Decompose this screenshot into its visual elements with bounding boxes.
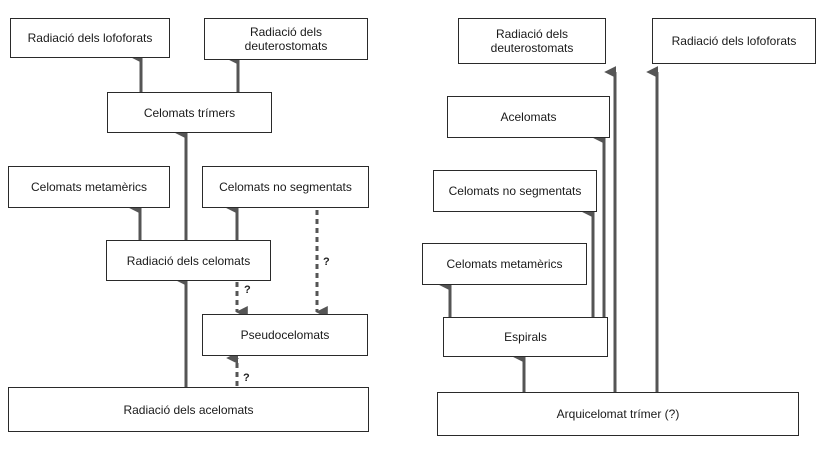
label-right-unsegmented: Celomats no segmentats [448, 184, 582, 198]
box-right-spirals: Espirals [443, 317, 608, 357]
label-left-unsegmented: Celomats no segmentats [219, 180, 352, 194]
box-left-unsegmented: Celomats no segmentats [202, 166, 369, 208]
label-right-ancestor: Arquicelomat trímer (?) [556, 407, 680, 421]
box-left-lophophorates: Radiació dels lofoforats [10, 18, 170, 58]
box-right-acoelomates: Acelomats [447, 96, 610, 138]
box-right-unsegmented: Celomats no segmentats [433, 170, 597, 212]
label-right-spirals: Espirals [504, 330, 547, 344]
box-left-trimeric: Celomats trímers [107, 92, 272, 133]
question-mark-3: ? [243, 372, 250, 384]
box-right-metameric: Celomats metamèrics [422, 243, 587, 285]
box-left-coelomates: Radiació dels celomats [106, 240, 271, 281]
box-right-deuterostomes: Radiació dels deuterostomats [458, 18, 606, 64]
label-left-pseudocoelomates: Pseudocelomats [240, 328, 330, 342]
box-left-deuterostomes: Radiació dels deuterostomats [204, 18, 368, 60]
box-left-metameric: Celomats metamèrics [8, 166, 170, 208]
box-right-lophophorates: Radiació dels lofoforats [652, 18, 816, 64]
label-right-deuterostomes: Radiació dels deuterostomats [490, 27, 574, 55]
label-right-acoelomates: Acelomats [500, 110, 557, 124]
box-right-ancestor: Arquicelomat trímer (?) [437, 392, 799, 436]
label-right-lophophorates: Radiació dels lofoforats [671, 34, 797, 48]
label-left-acoelomates: Radiació dels acelomats [123, 402, 254, 417]
label-left-trimeric: Celomats trímers [143, 105, 236, 120]
label-left-deuterostomes: Radiació dels deuterostomats [244, 25, 328, 53]
box-left-pseudocoelomates: Pseudocelomats [202, 314, 368, 356]
label-right-metameric: Celomats metamèrics [446, 257, 563, 271]
question-mark-2: ? [323, 256, 330, 268]
label-left-lophophorates: Radiació dels lofoforats [27, 31, 153, 45]
label-left-metameric: Celomats metamèrics [30, 180, 148, 194]
label-left-coelomates: Radiació dels celomats [126, 253, 251, 268]
question-mark-1: ? [244, 284, 251, 296]
box-left-acoelomates: Radiació dels acelomats [8, 387, 369, 432]
